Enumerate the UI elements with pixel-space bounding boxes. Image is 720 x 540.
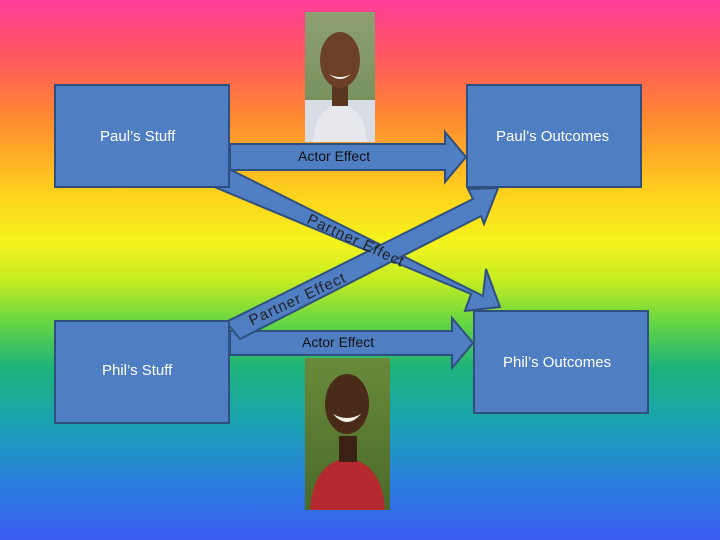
paul-portrait-icon [305, 32, 375, 142]
phils-stuff-box: Phil’s Stuff [54, 320, 230, 424]
phils-outcomes-label: Phil’s Outcomes [503, 354, 612, 371]
actor-effect-bottom-label: Actor Effect [302, 334, 375, 350]
phils-stuff-label: Phil’s Stuff [102, 362, 173, 379]
partner-effect-down-arrow [210, 166, 502, 313]
phils-outcomes-box: Phil’s Outcomes [473, 310, 649, 414]
pauls-outcomes-box: Paul’s Outcomes [466, 84, 642, 188]
phil-portrait-icon [310, 374, 385, 510]
pauls-stuff-label: Paul’s Stuff [100, 128, 176, 145]
actor-effect-bottom-arrow [229, 315, 475, 371]
actor-effect-top-label: Actor Effect [298, 148, 371, 164]
pauls-stuff-box: Paul’s Stuff [54, 84, 230, 188]
phil-photo [305, 358, 390, 510]
partner-effect-up-arrow [224, 186, 500, 341]
pauls-outcomes-label: Paul’s Outcomes [496, 128, 610, 145]
actor-effect-top-arrow [229, 129, 468, 185]
paul-photo [305, 12, 375, 142]
